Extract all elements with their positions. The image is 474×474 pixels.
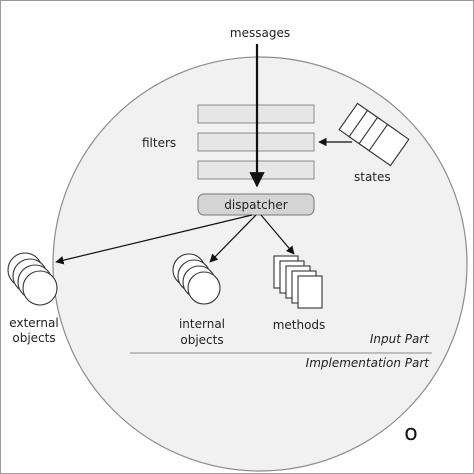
states-label: states bbox=[354, 170, 391, 184]
messages-label: messages bbox=[230, 26, 290, 40]
external-objects-label-line2: objects bbox=[12, 331, 55, 345]
object-boundary-circle bbox=[52, 56, 468, 472]
internal-objects-icon bbox=[172, 253, 221, 305]
internal-objects-label-line2: objects bbox=[180, 333, 223, 347]
external-objects-arrow bbox=[55, 214, 253, 265]
methods-arrow bbox=[260, 214, 295, 255]
implementation-part-label: Implementation Part bbox=[306, 356, 431, 370]
external-objects-label-line1: external bbox=[9, 316, 58, 330]
methods-label: methods bbox=[273, 318, 326, 332]
input-part-label: Input Part bbox=[370, 332, 430, 346]
dispatcher-label: dispatcher bbox=[224, 198, 287, 212]
object-symbol-label: o bbox=[404, 421, 417, 446]
internal-objects-label-line1: internal bbox=[179, 317, 225, 331]
states-stack-icon bbox=[338, 102, 410, 167]
external-objects-icon bbox=[7, 252, 58, 306]
methods-stack-icon bbox=[273, 255, 323, 309]
filters-label: filters bbox=[142, 136, 176, 150]
internal-objects-arrow bbox=[209, 214, 257, 263]
